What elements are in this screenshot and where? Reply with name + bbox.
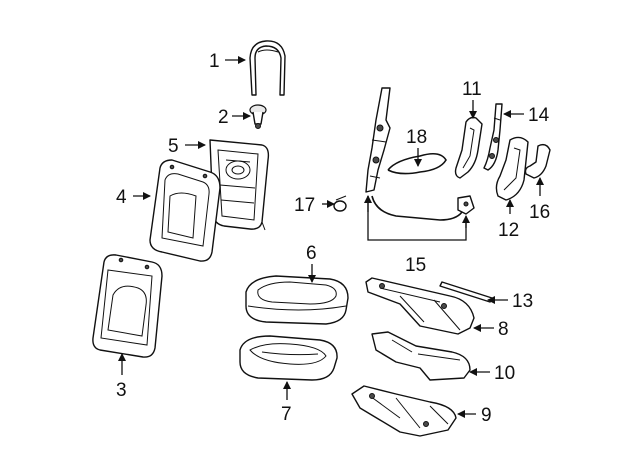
callout-11: 11 (462, 79, 482, 100)
callout-9: 9 (481, 405, 492, 426)
recliner-assembly-part (365, 87, 391, 193)
callout-2: 2 (218, 107, 229, 128)
headrest-guide-part (249, 104, 267, 129)
seat-back-cover-part (92, 254, 163, 358)
seat-cushion-part (245, 275, 349, 325)
callout-4: 4 (116, 187, 127, 208)
callout-16: 16 (529, 202, 550, 223)
seat-back-cushion-part (149, 159, 221, 262)
callout-17: 17 (294, 195, 315, 216)
headrest-part (249, 40, 286, 96)
callout-8: 8 (498, 319, 509, 340)
callout-12: 12 (498, 220, 519, 241)
callout-5: 5 (168, 136, 179, 157)
callout-14: 14 (528, 105, 550, 126)
seat-cushion-pad-part (239, 335, 338, 381)
callout-10: 10 (494, 363, 515, 384)
callout-1: 1 (209, 51, 220, 72)
callout-15: 15 (405, 255, 426, 276)
shield-part (371, 331, 471, 381)
leader-lines (118, 56, 544, 418)
callout-6: 6 (306, 243, 317, 264)
callout-13: 13 (512, 291, 533, 312)
recliner-mechanism-part (483, 103, 503, 171)
recliner-cover-part (454, 116, 483, 179)
seat-frame-part (351, 385, 457, 437)
bracket-15 (367, 196, 467, 241)
callout-7: 7 (281, 404, 292, 425)
side-shield-part (495, 136, 529, 201)
callout-3: 3 (116, 380, 127, 401)
seat-track-part (365, 277, 475, 335)
cable-part (371, 152, 463, 221)
callout-labels: 1 2 3 4 5 6 7 8 9 10 11 12 13 14 15 16 1… (116, 51, 550, 426)
clip-part (333, 195, 347, 212)
lever-handle-part (524, 143, 551, 179)
callout-18: 18 (406, 127, 427, 148)
cable-end-bracket-part (457, 195, 475, 215)
